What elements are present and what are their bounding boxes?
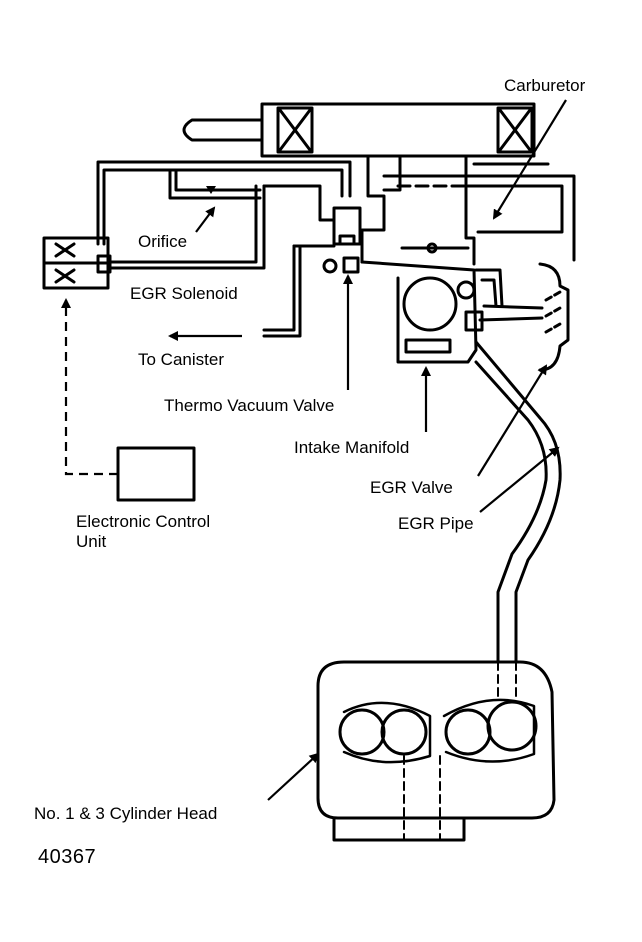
thermo-vacuum-valve-label: Thermo Vacuum Valve [164,396,335,415]
egr-pipe-label: EGR Pipe [398,514,474,533]
egr-pipe [474,340,562,664]
egr-valve [474,262,570,372]
ecu-signal-line [61,298,118,476]
intake-manifold-label: Intake Manifold [294,438,410,457]
electronic-control-unit-label: Electronic Control Unit [76,512,211,551]
orifice-leader [195,206,216,233]
figure-number: 40367 [38,846,97,868]
egr-solenoid-label: EGR Solenoid [130,284,238,303]
thermo-vacuum-valve [322,206,362,274]
carburetor-label: Carburetor [504,76,586,95]
egr-pipe-leader [479,446,560,513]
egr-solenoid [42,236,112,290]
cylinder-head-leader [267,752,320,801]
carburetor-leader [492,99,567,220]
orifice-marker [206,186,216,194]
carburetor-body [360,154,576,266]
air-cleaner-housing [182,102,536,158]
orifice-label: Orifice [138,232,188,251]
intake-manifold [360,260,484,364]
cylinder-head [316,660,556,842]
to-canister-label: To Canister [138,350,224,369]
electronic-control-unit-box [116,446,196,502]
vacuum-hoses [96,160,352,338]
egr-valve-label: EGR Valve [370,478,453,497]
egr-valve-leader [477,364,548,477]
cylinder-head-label: No. 1 & 3 Cylinder Head [34,804,218,823]
